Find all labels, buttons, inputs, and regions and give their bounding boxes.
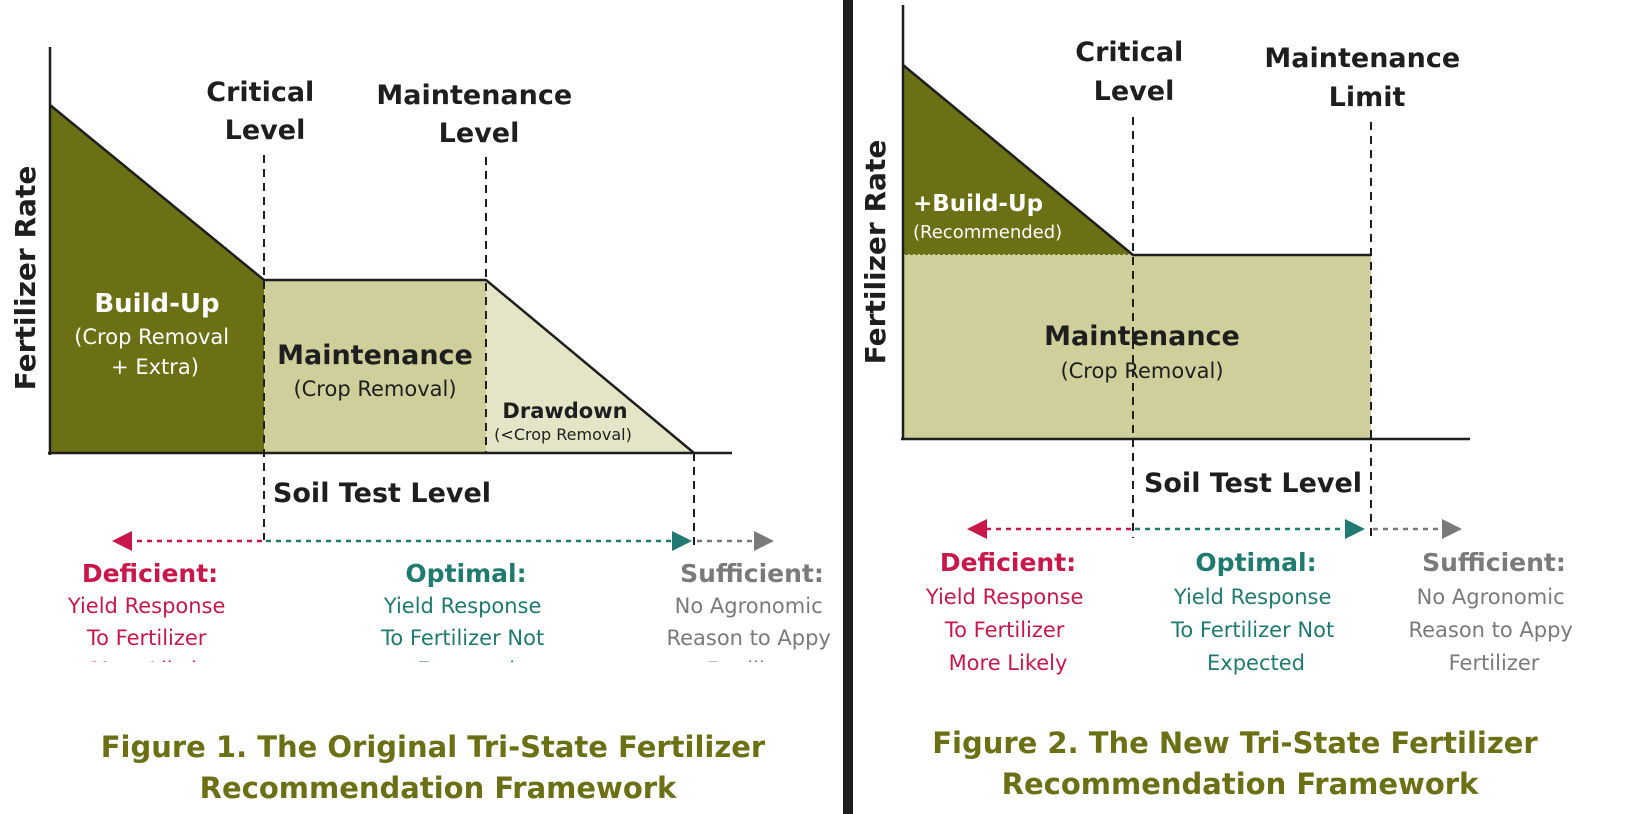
fig2-optimal-text: Yield Response To Fertilizer Not Expecte…	[1170, 585, 1341, 675]
fig2-sufficient-title: Sufficient:	[1422, 548, 1566, 577]
fig1-deficient-text: Yield Response To Fertilizer More Likely	[67, 594, 232, 682]
fig2-optimal-title: Optimal:	[1195, 548, 1316, 577]
fig1-buildup-sub: (Crop Removal + Extra)	[74, 325, 236, 379]
fig1-maintenance-region	[264, 280, 486, 453]
fig1-maintenance-level-label: Maintenance Level	[376, 80, 581, 149]
fig2-maintenance-region	[903, 255, 1371, 438]
fig2-maintenance-limit-label: Maintenance Limit	[1264, 43, 1469, 113]
fig1-buildup-region	[50, 105, 264, 453]
fig1-optimal-title: Optimal:	[405, 559, 526, 588]
fig1-x-axis-label: Soil Test Level	[273, 478, 491, 509]
fig1-critical-level-label: Critical Level	[206, 77, 323, 146]
fig2-maintenance-title: Maintenance	[1044, 321, 1240, 352]
fig2-x-axis-label: Soil Test Level	[1144, 468, 1362, 499]
fig2-maintenance-sub: (Crop Removal)	[1060, 359, 1223, 383]
figure-divider	[843, 0, 853, 814]
fig1-drawdown-sub: (<Crop Removal)	[494, 425, 632, 444]
fig2-critical-level-label: Critical Level	[1075, 37, 1192, 107]
fig1-sufficient-title: Sufficient:	[680, 559, 824, 588]
fig1-maintenance-sub: (Crop Removal)	[293, 377, 456, 401]
fig1-drawdown-title: Drawdown	[502, 399, 627, 423]
fig1-deficient-title: Deficient:	[82, 559, 218, 588]
figure-1: Fertilizer Rate Critical Level Maintenan…	[9, 47, 837, 805]
fig1-caption: Figure 1. The Original Tri-State Fertili…	[101, 730, 776, 805]
fig2-sufficient-text: No Agronomic Reason to Appy Fertilizer	[1408, 585, 1579, 675]
fig2-deficient-title: Deficient:	[940, 548, 1076, 577]
fig2-deficient-text: Yield Response To Fertilizer More Likely	[925, 585, 1090, 675]
fig2-buildup-sub: (Recommended)	[913, 222, 1062, 243]
fig1-optimal-text: Yield Response To Fertilizer Not Expecte…	[380, 594, 551, 682]
fig2-rate-curve	[902, 64, 1371, 257]
fig1-maintenance-title: Maintenance	[277, 340, 473, 371]
figure-2: Fertilizer Rate Critical Level Maintenan…	[859, 5, 1579, 801]
fig1-rate-curve	[49, 104, 695, 454]
fig1-sufficient-text: No Agronomic Reason to Appy Fertilizer	[666, 594, 837, 682]
fig1-buildup-title: Build-Up	[94, 289, 219, 319]
fig2-buildup-title: +Build-Up	[913, 191, 1043, 217]
fig2-y-axis-label: Fertilizer Rate	[859, 140, 892, 365]
fig2-caption: Figure 2. The New Tri-State Fertilizer R…	[932, 726, 1548, 801]
fig1-y-axis-label: Fertilizer Rate	[9, 166, 42, 391]
